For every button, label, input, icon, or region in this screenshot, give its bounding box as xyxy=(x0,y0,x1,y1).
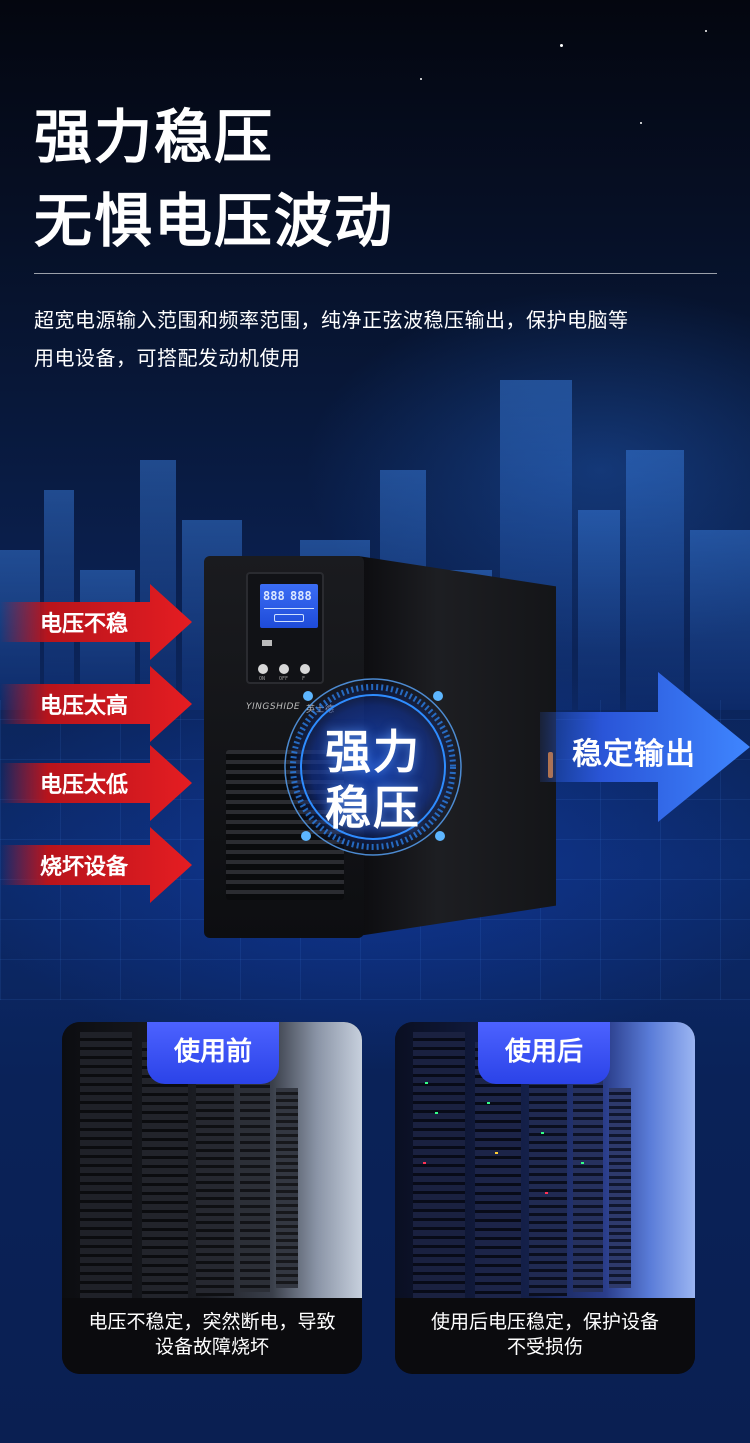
button-label: ON xyxy=(259,676,266,682)
brand-logo: YINGSHIDE xyxy=(246,702,301,712)
lcd-readout: 888 xyxy=(263,589,285,603)
star xyxy=(705,30,707,32)
output-label: 稳定输出 xyxy=(572,737,696,772)
after-caption: 使用后电压稳定，保护设备 不受损伤 xyxy=(395,1298,695,1374)
before-card: 电压不稳定，突然断电，导致 设备故障烧坏 xyxy=(62,1022,362,1374)
glow-ring-icon xyxy=(284,678,462,856)
stabilizer-badge: 强力 稳压 xyxy=(278,672,468,862)
output-arrow: 稳定输出 xyxy=(540,672,750,822)
power-off-button[interactable] xyxy=(279,664,289,674)
power-on-button[interactable] xyxy=(258,664,268,674)
headline-line-2: 无惧电压波动 xyxy=(34,187,395,255)
star xyxy=(420,78,422,80)
input-problem-arrow: 电压太高 xyxy=(0,666,192,742)
before-tag: 使用前 xyxy=(147,1022,279,1084)
red-arrow-icon xyxy=(0,666,192,742)
divider xyxy=(34,273,717,274)
badge-line-1: 强力 xyxy=(325,725,421,779)
function-button[interactable] xyxy=(300,664,310,674)
button-label: F xyxy=(302,676,306,682)
server-room-photo-after xyxy=(395,1022,695,1298)
red-arrow-icon xyxy=(0,745,192,821)
input-problem-label: 电压不稳 xyxy=(40,612,129,637)
before-caption-line-2: 设备故障烧坏 xyxy=(154,1336,269,1358)
star xyxy=(640,122,642,124)
headline-line-1: 强力稳压 xyxy=(34,103,275,171)
before-caption-line-1: 电压不稳定，突然断电，导致 xyxy=(88,1311,336,1333)
badge-line-2: 稳压 xyxy=(325,781,421,835)
input-problem-arrow: 电压太低 xyxy=(0,745,192,821)
star xyxy=(560,44,563,47)
before-caption: 电压不稳定，突然断电，导致 设备故障烧坏 xyxy=(62,1298,362,1374)
lcd-readout: 888 xyxy=(290,589,312,603)
blue-arrow-icon xyxy=(540,672,750,822)
input-problem-label: 烧坏设备 xyxy=(40,855,129,880)
lcd-display: 888 888 xyxy=(260,584,318,628)
description-line-2: 用电设备，可搭配发动机使用 xyxy=(34,346,301,370)
after-caption-line-2: 不受损伤 xyxy=(506,1336,583,1358)
after-caption-line-1: 使用后电压稳定，保护设备 xyxy=(430,1311,659,1333)
red-arrow-icon xyxy=(0,827,192,903)
after-card: 使用后电压稳定，保护设备 不受损伤 xyxy=(395,1022,695,1374)
button-label: OFF xyxy=(279,676,289,682)
after-tag: 使用后 xyxy=(478,1022,610,1084)
red-arrow-icon xyxy=(0,584,192,660)
description-line-1: 超宽电源输入范围和频率范围，纯净正弦波稳压输出，保护电脑等 xyxy=(34,308,629,332)
input-problem-arrow: 烧坏设备 xyxy=(0,827,192,903)
input-problem-label: 电压太低 xyxy=(40,773,129,798)
input-problem-label: 电压太高 xyxy=(40,694,129,719)
input-problem-arrow: 电压不稳 xyxy=(0,584,192,660)
